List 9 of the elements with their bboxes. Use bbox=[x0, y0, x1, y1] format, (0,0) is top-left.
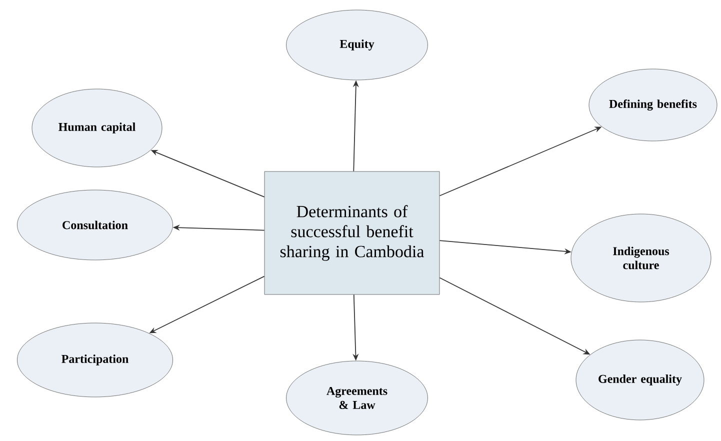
ellipse-node: Defining benefits bbox=[588, 68, 718, 142]
ellipse-node: Agreements & Law bbox=[286, 360, 428, 436]
ellipse-node: Human capital bbox=[32, 88, 162, 168]
ellipse-node: Participation bbox=[17, 322, 173, 398]
ellipse-node: Indigenous culture bbox=[570, 214, 712, 302]
ellipse-node: Equity bbox=[286, 10, 428, 80]
ellipse-node: Gender equality bbox=[576, 340, 704, 420]
central-box: Determinants of successful benefit sharing in Cambodia bbox=[264, 171, 440, 295]
ellipse-node: Consultation bbox=[17, 190, 173, 260]
